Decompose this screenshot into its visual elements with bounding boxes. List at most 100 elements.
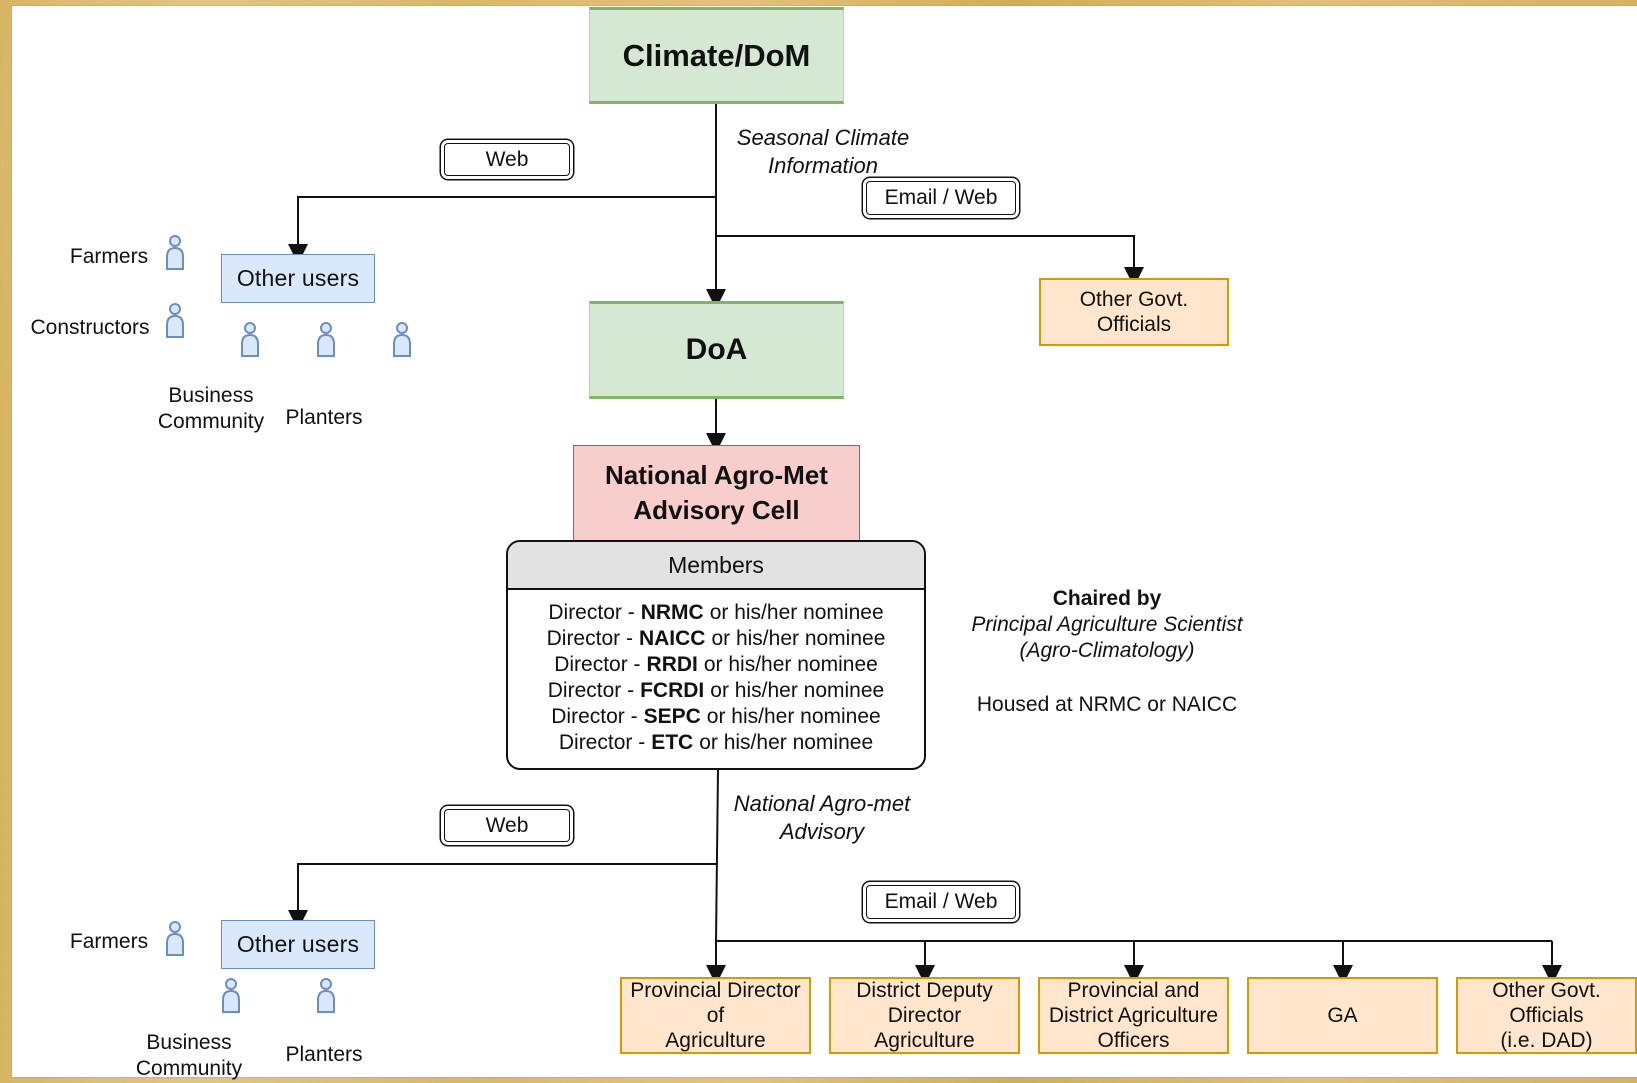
member-prefix: Director -	[548, 601, 635, 624]
national-advisory-label: National Agro-met Advisory	[722, 790, 922, 845]
bottom-email-web-label: Email / Web	[884, 890, 998, 913]
member-row: Director - ETC or his/her nominee	[508, 730, 924, 756]
recipient-4-text: GA	[1327, 1003, 1357, 1028]
member-suffix: or his/her nominee	[699, 731, 874, 754]
members-list: Director - NRMC or his/her nominee Direc…	[508, 590, 924, 756]
chair-info: Chaired by Principal Agriculture Scienti…	[952, 586, 1262, 718]
recipient-1-text: Provincial Director of Agriculture	[630, 978, 800, 1054]
person-icon	[314, 320, 338, 360]
member-row: Director - NAICC or his/her nominee	[508, 626, 924, 652]
top-farmers-label: Farmers	[69, 245, 149, 268]
top-other-govt-line2: Officials	[1096, 313, 1172, 336]
recipient-5-text: Other Govt. Officials (i.e. DAD)	[1492, 978, 1601, 1054]
member-suffix: or his/her nominee	[711, 627, 886, 650]
top-business-community-label: Business Community	[151, 383, 271, 436]
bottom-other-users-node: Other users	[221, 920, 375, 969]
recipient-1-line1: Provincial Director	[630, 978, 801, 1002]
member-code: ETC	[651, 731, 694, 754]
recipient-box-1: Provincial Director of Agriculture	[620, 977, 811, 1054]
chaired-by-label: Chaired by	[1052, 587, 1162, 610]
member-prefix: Director -	[554, 653, 641, 676]
recipient-5-line1: Other Govt.	[1492, 978, 1601, 1002]
top-business-line1: Business	[168, 384, 254, 407]
doa-node: DoA	[589, 301, 844, 399]
member-prefix: Director -	[546, 627, 633, 650]
person-icon	[314, 976, 338, 1016]
top-constructors-label: Constructors	[30, 316, 150, 339]
bottom-email-web-tag: Email / Web	[866, 885, 1016, 919]
top-other-govt-line1: Other Govt.	[1079, 287, 1189, 311]
recipient-box-5: Other Govt. Officials (i.e. DAD)	[1456, 977, 1637, 1054]
members-panel: Members Director - NRMC or his/her nomin…	[506, 540, 926, 770]
recipient-3-line3: Officers	[1097, 1029, 1170, 1053]
person-icon	[163, 233, 187, 273]
member-prefix: Director -	[551, 705, 638, 728]
agro-met-cell-node: National Agro-Met Advisory Cell	[573, 445, 860, 541]
national-advisory-line1: National Agro-met	[733, 791, 911, 816]
member-code: SEPC	[643, 705, 701, 728]
member-suffix: or his/her nominee	[709, 601, 884, 624]
recipient-5-line2: Officials	[1509, 1003, 1584, 1027]
recipient-4-line1: GA	[1327, 1003, 1358, 1027]
top-web-label: Web	[485, 147, 529, 171]
member-suffix: or his/her nominee	[706, 705, 881, 728]
top-web-tag: Web	[444, 143, 570, 176]
member-prefix: Director -	[558, 731, 646, 754]
top-business-line2: Community	[157, 410, 265, 434]
climate-dom-label: Climate/DoM	[622, 37, 811, 73]
member-row: Director - FCRDI or his/her nominee	[508, 678, 924, 704]
seasonal-climate-line2: Information	[767, 152, 879, 178]
member-prefix: Director -	[547, 679, 635, 702]
person-icon	[163, 919, 187, 959]
chair-role-line1: Principal Agriculture Scientist	[971, 613, 1243, 637]
person-icon	[238, 320, 262, 360]
seasonal-climate-label: Seasonal Climate Information	[728, 124, 918, 179]
recipient-2-line2: Director	[887, 1003, 962, 1027]
national-advisory-line2: Advisory	[779, 818, 865, 844]
member-row: Director - NRMC or his/her nominee	[508, 600, 924, 626]
recipient-2-line1: District Deputy	[856, 978, 993, 1002]
seasonal-climate-line1: Seasonal Climate	[736, 125, 910, 150]
member-row: Director - RRDI or his/her nominee	[508, 652, 924, 678]
person-icon	[219, 976, 243, 1016]
recipient-box-3: Provincial and District Agriculture Offi…	[1038, 977, 1229, 1054]
member-code: NAICC	[638, 627, 706, 650]
top-other-users-node: Other users	[221, 254, 375, 303]
member-suffix: or his/her nominee	[710, 679, 885, 702]
member-code: FCRDI	[640, 679, 705, 702]
recipient-1-line3: Agriculture	[665, 1029, 766, 1053]
member-code: NRMC	[640, 601, 704, 624]
bottom-farmers-label: Farmers	[69, 930, 149, 953]
member-suffix: or his/her nominee	[703, 653, 878, 676]
bottom-business-community-label: Business Community	[129, 1030, 249, 1083]
climate-dom-node: Climate/DoM	[589, 7, 844, 104]
top-email-web-tag: Email / Web	[866, 181, 1016, 215]
bottom-business-line1: Business	[146, 1031, 232, 1054]
bottom-other-users-label: Other users	[236, 931, 360, 957]
bottom-business-line2: Community	[135, 1057, 243, 1081]
members-header-label: Members	[668, 551, 764, 578]
top-email-web-label: Email / Web	[884, 186, 998, 209]
recipient-3-line1: Provincial and	[1067, 978, 1200, 1002]
top-other-users-label: Other users	[236, 265, 360, 291]
recipient-box-4: GA	[1247, 977, 1438, 1054]
person-icon	[163, 301, 187, 341]
chair-role-line2: (Agro-Climatology)	[1019, 639, 1195, 663]
recipient-2-text: District Deputy Director Agriculture	[856, 978, 993, 1054]
agro-met-cell-line1: National Agro-Met	[605, 459, 828, 490]
top-other-govt-node: Other Govt. Officials	[1039, 278, 1229, 346]
recipient-3-text: Provincial and District Agriculture Offi…	[1049, 978, 1218, 1054]
agro-met-cell-title: National Agro-Met Advisory Cell	[605, 458, 828, 528]
top-planters-label: Planters	[285, 406, 363, 429]
doa-label: DoA	[685, 333, 748, 366]
top-other-govt-text: Other Govt. Officials	[1080, 287, 1189, 337]
members-header: Members	[508, 542, 924, 590]
recipient-3-line2: District Agriculture	[1048, 1003, 1219, 1027]
bottom-planters-label: Planters	[285, 1043, 363, 1066]
person-icon	[390, 320, 414, 360]
agro-met-cell-line2: Advisory Cell	[633, 495, 800, 525]
recipient-box-2: District Deputy Director Agriculture	[829, 977, 1020, 1054]
bottom-web-tag: Web	[444, 809, 570, 842]
recipient-1-line2: of	[706, 1003, 725, 1027]
